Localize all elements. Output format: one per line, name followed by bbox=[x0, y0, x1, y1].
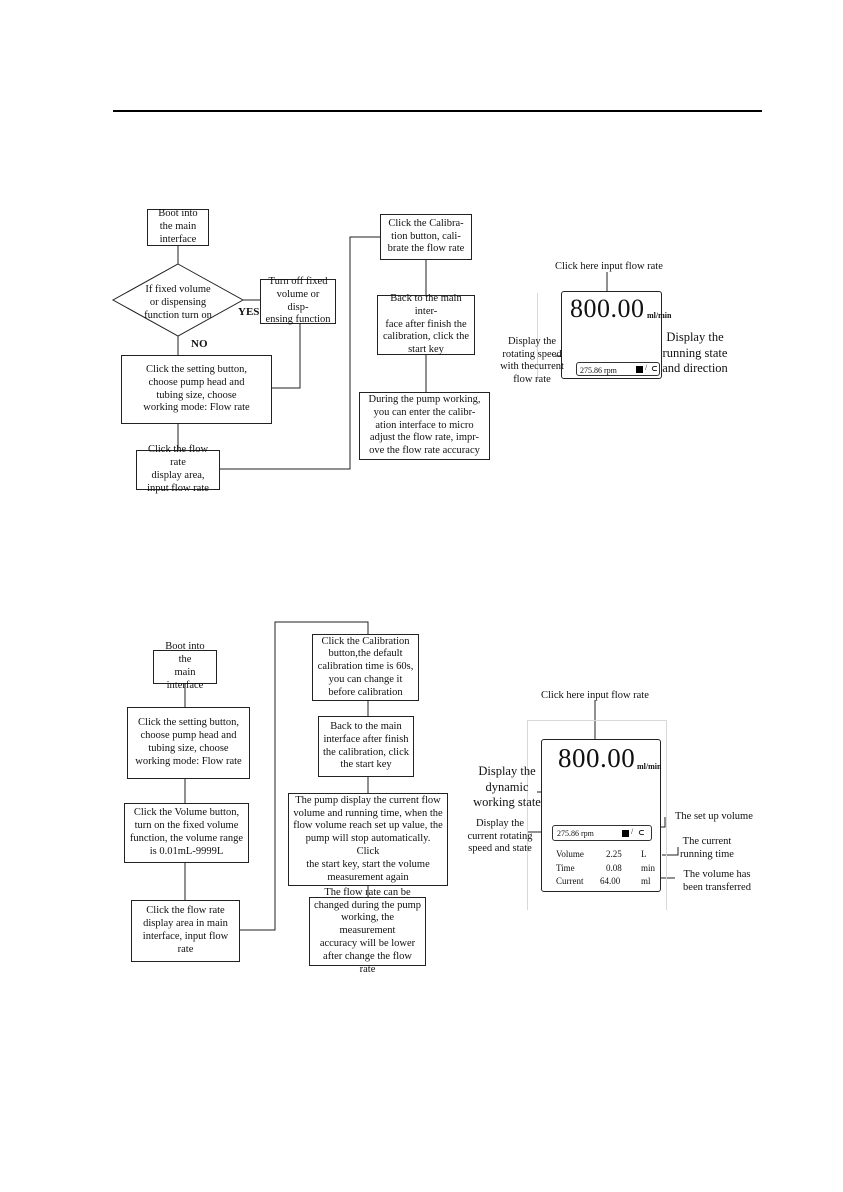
pump-display-box: The pump display the current flow volume… bbox=[288, 793, 448, 886]
frame-edge-3 bbox=[527, 720, 667, 721]
turn-off-box: Turn off fixed volume or disp- ensing fu… bbox=[260, 276, 336, 325]
slash-separator: / bbox=[645, 363, 648, 372]
row-unit: ml bbox=[641, 876, 651, 886]
transferred-note: The volume has been transferred bbox=[683, 869, 751, 893]
pump-display-panel-2: 800.00 ml/min 275.86 rpm / ⊂ Volume 2.25… bbox=[541, 739, 661, 892]
row-value: 2.25 bbox=[606, 849, 622, 859]
calibration-box: Click the Calibra- tion button, cali- br… bbox=[380, 214, 472, 260]
row-unit: L bbox=[641, 849, 647, 859]
pump-display-panel: 800.00 ml/min 275.86 rpm / ⊂ bbox=[561, 291, 671, 379]
flow-rate-value-2[interactable]: 800.00 bbox=[558, 743, 636, 773]
stop-icon bbox=[622, 830, 629, 837]
boot-box-2: Boot into the main interface bbox=[153, 641, 217, 691]
time-row: Time 0.08 min bbox=[542, 863, 662, 875]
current-row: Current 64.00 ml bbox=[542, 876, 662, 888]
flow-rate-unit: ml/min bbox=[647, 311, 672, 320]
click-here-note-2: Click here input flow rate bbox=[541, 690, 649, 701]
during-box: During the pump working, you can enter t… bbox=[359, 392, 490, 460]
calibration-box-2: Click the Calibration button,the default… bbox=[312, 634, 419, 701]
status-bar: 275.86 rpm / ⊂ bbox=[576, 362, 660, 376]
flow-rate-unit-2: ml/min bbox=[637, 762, 662, 771]
no-label: NO bbox=[191, 338, 208, 350]
frame-edge-2 bbox=[527, 720, 528, 910]
row-label: Volume bbox=[556, 849, 584, 859]
status-bar-2: 275.86 rpm / ⊂ bbox=[552, 825, 652, 841]
flow-rate-box-2: Click the flow rate display area in main… bbox=[131, 900, 240, 962]
changed-box: The flow rate can be changed during the … bbox=[309, 887, 426, 975]
rpm-readout: 275.86 rpm bbox=[580, 366, 617, 375]
stop-icon bbox=[636, 366, 643, 373]
slash-separator-2: / bbox=[631, 827, 634, 836]
back-main-box: Back to the main inter- face after finis… bbox=[377, 293, 475, 355]
frame-edge bbox=[537, 293, 538, 380]
boot-box: Boot into the main interface bbox=[147, 208, 209, 246]
running-time-note: The current running time bbox=[680, 836, 734, 860]
speed-note: Display the rotating speed with thecurre… bbox=[500, 336, 564, 385]
setting-box-2: Click the setting button, choose pump he… bbox=[127, 707, 250, 779]
back-main-box-2: Back to the main interface after finish … bbox=[318, 716, 414, 777]
flow-rate-box: Click the flow rate display area, input … bbox=[136, 444, 220, 494]
rpm-readout-2: 275.86 rpm bbox=[557, 829, 594, 838]
frame-edge-4 bbox=[666, 720, 667, 910]
rotation-direction-icon: ⊂ bbox=[651, 364, 658, 373]
row-label: Time bbox=[556, 863, 575, 873]
volume-row: Volume 2.25 L bbox=[542, 849, 662, 861]
row-value: 0.08 bbox=[606, 863, 622, 873]
row-value: 64.00 bbox=[600, 876, 621, 886]
dynamic-note: Display the dynamic working state bbox=[473, 764, 541, 810]
click-here-note: Click here input flow rate bbox=[555, 261, 663, 272]
decision-text: If fixed volume or dispensing function t… bbox=[144, 284, 212, 321]
setting-box: Click the setting button, choose pump he… bbox=[121, 355, 272, 424]
volume-box: Click the Volume button, turn on the fix… bbox=[124, 803, 249, 863]
row-label: Current bbox=[556, 876, 584, 886]
current-speed-note: Display the current rotating speed and s… bbox=[467, 818, 533, 855]
flow-rate-value[interactable]: 800.00 bbox=[570, 294, 645, 323]
row-unit: min bbox=[641, 863, 656, 873]
rotation-direction-icon: ⊂ bbox=[638, 828, 645, 837]
setup-volume-note: The set up volume bbox=[675, 811, 753, 822]
yes-label: YES bbox=[238, 306, 260, 318]
state-note: Display the running state and direction bbox=[662, 330, 728, 376]
header-rule bbox=[113, 110, 762, 112]
